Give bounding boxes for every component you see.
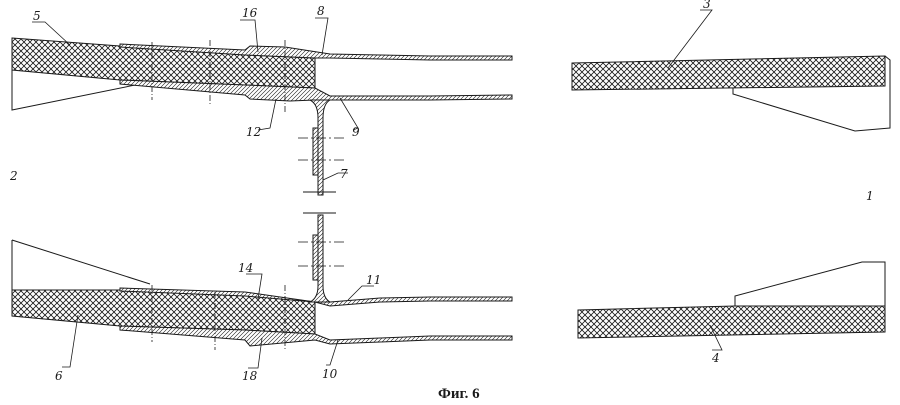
leader-12 xyxy=(257,98,277,131)
leader-5 xyxy=(32,21,71,46)
leader-18 xyxy=(248,337,263,369)
upper-left-assembly xyxy=(11,37,513,196)
doubler-7 xyxy=(312,127,319,176)
label-18: 18 xyxy=(242,369,258,383)
lower-skin-9 xyxy=(119,79,513,102)
leader-lines xyxy=(32,9,723,369)
upper-skin-8 xyxy=(119,43,513,61)
leader-8 xyxy=(315,17,329,56)
web-11 xyxy=(309,214,332,303)
leader-14 xyxy=(246,273,263,300)
label-6: 6 xyxy=(55,369,63,383)
label-9: 9 xyxy=(352,125,360,139)
composite-strip-4 xyxy=(577,305,886,339)
leader-7 xyxy=(322,172,348,181)
label-3: 3 xyxy=(703,0,711,11)
lower-skin-10 xyxy=(119,325,513,347)
right-assembly xyxy=(571,55,891,339)
label-10: 10 xyxy=(322,367,338,381)
label-4: 4 xyxy=(711,351,720,365)
composite-strip-3 xyxy=(571,55,886,91)
reference-labels: 5 16 8 12 9 7 2 3 1 14 11 6 18 10 4 xyxy=(9,0,874,383)
label-8: 8 xyxy=(317,4,325,18)
label-11: 11 xyxy=(366,273,381,287)
label-2: 2 xyxy=(9,169,18,183)
plate-3-outline xyxy=(732,55,891,132)
doubler-lower xyxy=(312,234,319,281)
plate-4-outline xyxy=(734,261,886,306)
leader-16 xyxy=(240,19,259,53)
leader-10 xyxy=(326,339,339,366)
leader-9 xyxy=(339,97,359,131)
lower-left-assembly xyxy=(11,212,513,350)
label-7: 7 xyxy=(340,167,348,181)
label-16: 16 xyxy=(242,6,258,20)
leader-11 xyxy=(347,285,374,301)
plate-6-outline xyxy=(11,239,151,290)
leader-6 xyxy=(62,314,79,368)
label-1: 1 xyxy=(866,189,874,203)
label-5: 5 xyxy=(33,9,41,23)
web-9 xyxy=(309,99,332,196)
leader-3 xyxy=(667,9,713,69)
leader-4 xyxy=(709,324,723,351)
label-14: 14 xyxy=(238,261,253,275)
composite-strip-5 xyxy=(11,37,316,89)
figure-caption: Фиг. 6 xyxy=(438,386,480,402)
label-12: 12 xyxy=(246,125,261,139)
